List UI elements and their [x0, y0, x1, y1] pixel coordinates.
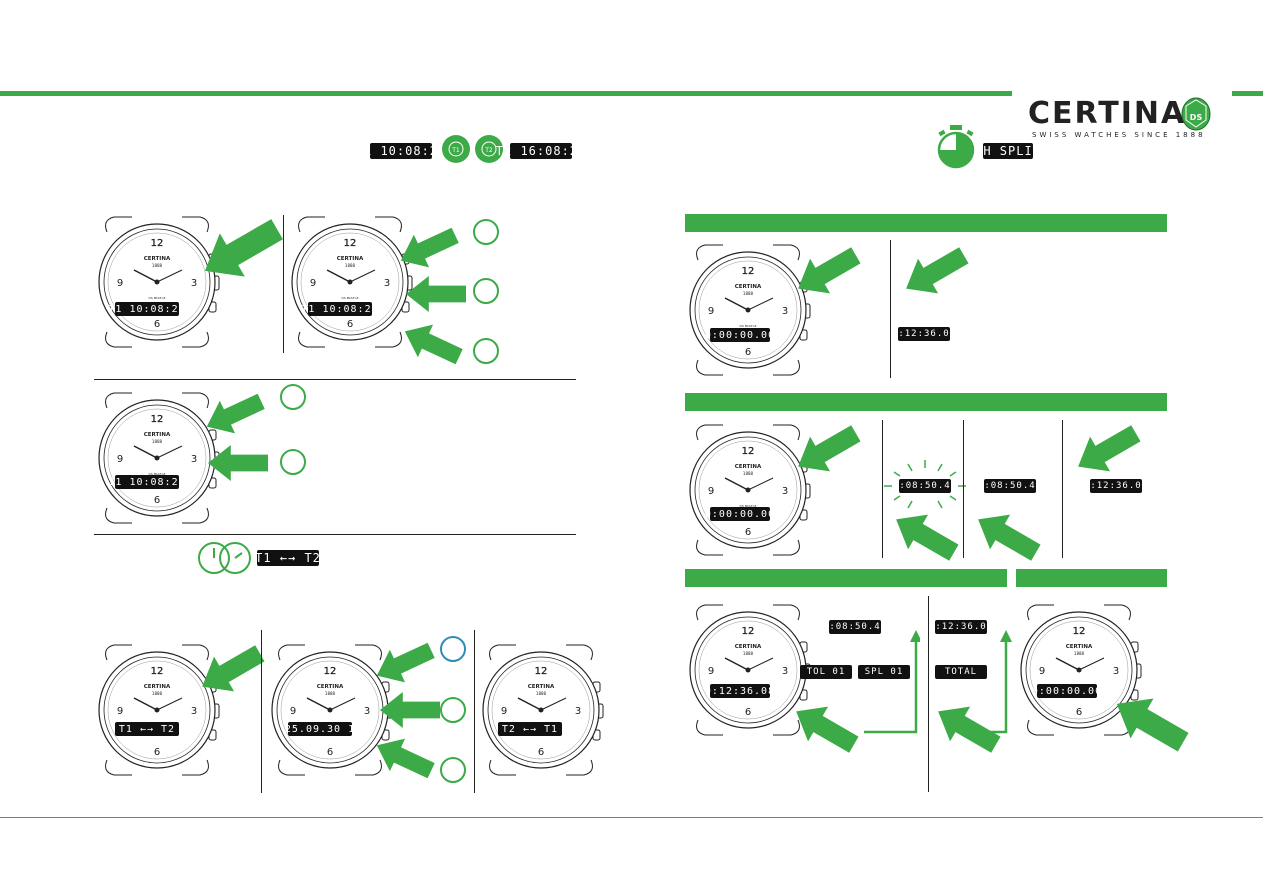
- swap-display: T1 ←→ T2: [255, 550, 321, 566]
- top-rule-right: [1232, 91, 1263, 96]
- step-circle-4: [280, 384, 306, 410]
- press-split-arrow-icon: [967, 501, 1048, 571]
- stopwatch-icon: [937, 125, 975, 169]
- emblem-label: DS: [1190, 113, 1203, 122]
- flash-rays-icon: [884, 460, 966, 509]
- divider: [928, 596, 929, 792]
- press-crown-arrow-icon: [206, 445, 270, 481]
- press-crown-arrow-icon: [404, 276, 468, 312]
- chrono-watch-split: [683, 420, 813, 560]
- step-circle-5: [280, 449, 306, 475]
- step-circle-8: [440, 757, 466, 783]
- chrono-display-split-base: 0:00:00.00: [704, 507, 776, 521]
- split-stop-display: 0:12:36.08: [1083, 479, 1149, 493]
- swap-zones-icon: [198, 542, 251, 574]
- swap-watch-display-2: 25.09.30 1: [284, 722, 356, 736]
- step-circle-2: [473, 278, 499, 304]
- timezone-t1-icon: T1: [442, 135, 470, 163]
- watch-display-3: T1 10:08:23: [108, 475, 186, 489]
- chrono-running-display: 0:12:36.08: [891, 327, 957, 341]
- recall-split-display: 0:08:50.49: [822, 620, 888, 634]
- section-bar-3b: [1016, 569, 1167, 587]
- timezone-t2-icon: T2: [475, 135, 503, 163]
- section-bar-2: [685, 393, 1167, 411]
- divider: [474, 630, 475, 793]
- divider: [963, 420, 964, 558]
- brand-tagline: SWISS WATCHES SINCE 1888: [1032, 131, 1206, 139]
- header-display-t1: T1 10:08:23: [355, 143, 447, 159]
- flow-up-arrow-icon: [864, 630, 920, 734]
- divider: [261, 630, 262, 793]
- timezone-t2-label: T2: [484, 147, 493, 154]
- chrono-watch-start: [683, 240, 813, 380]
- swap-watch-display-1: T1 ←→ T2: [115, 722, 179, 736]
- footer-rule: [0, 817, 1263, 818]
- watch-swap-1: [92, 640, 222, 780]
- watch-display-2: T1 10:08:23: [301, 302, 379, 316]
- divider: [882, 420, 883, 558]
- recall-watch-display: 0:12:36.08: [704, 684, 776, 698]
- step-circle-3: [473, 338, 499, 364]
- top-rule: [0, 91, 1012, 96]
- swap-watch-display-3: T2 ←→ T1: [498, 722, 562, 736]
- section-bar-1: [685, 214, 1167, 232]
- divider: [283, 215, 284, 353]
- split-flash-display: 0:08:50.49: [892, 479, 958, 493]
- split-hold-display: 0:08:50.49: [977, 479, 1043, 493]
- press-start-arrow-icon: [895, 237, 976, 307]
- divider: [890, 240, 891, 378]
- step-circle-6: [440, 636, 466, 662]
- divider: [1062, 420, 1063, 558]
- brand-logo: CERTINA: [1028, 96, 1187, 131]
- spl-tag: SPL 01: [858, 665, 910, 679]
- timezone-t1-label: T1: [451, 147, 460, 154]
- header-display-t2: T2 16:08:23: [495, 143, 587, 159]
- watch-t1-initial: [92, 212, 222, 352]
- chrono-display-start: 0:00:00.00: [704, 328, 776, 342]
- reset-watch-display: 0:00:00.00: [1031, 684, 1103, 698]
- tol-tag: TOL 01: [800, 665, 852, 679]
- press-start-arrow-icon: [1067, 415, 1148, 485]
- divider: [94, 379, 576, 380]
- flow-up-arrow-icon: [990, 630, 1012, 734]
- section-bar-3a: [685, 569, 1007, 587]
- divider: [94, 534, 576, 535]
- press-bottom-arrow-icon: [395, 314, 468, 374]
- recall-total-time-display: 0:12:36.08: [928, 620, 994, 634]
- chrono-split-display: CH SPLIT: [975, 143, 1041, 159]
- step-circle-7: [440, 697, 466, 723]
- watch-display-1: T1 10:08:23: [108, 302, 186, 316]
- turtle-emblem-icon: DS: [1181, 97, 1211, 131]
- step-circle-1: [473, 219, 499, 245]
- press-crown-arrow-icon: [378, 692, 442, 728]
- total-tag: TOTAL: [935, 665, 987, 679]
- watch-t1-setting: [285, 212, 415, 352]
- watch-swap-3: [476, 640, 606, 780]
